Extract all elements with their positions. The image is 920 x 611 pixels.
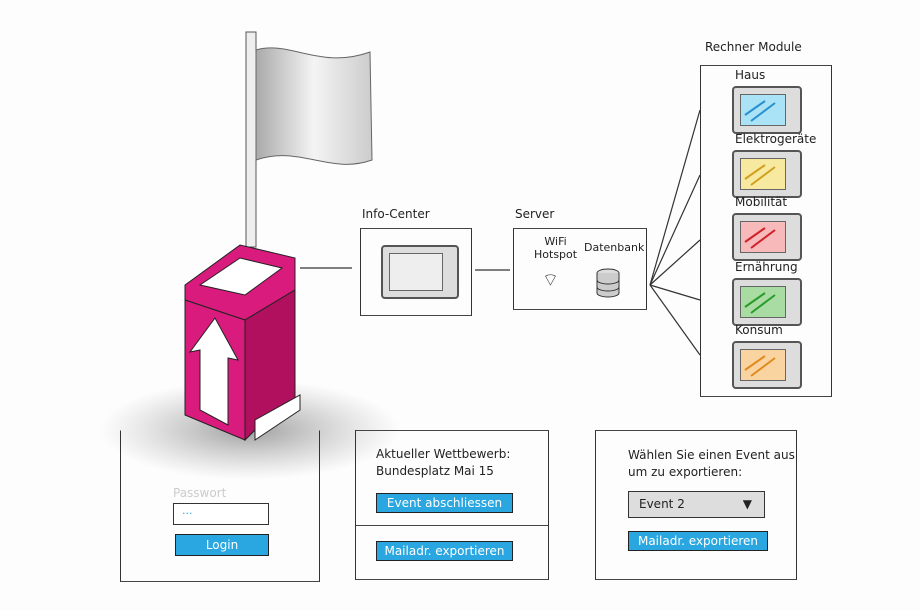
competition-line1: Aktueller Wettbewerb: (376, 447, 511, 461)
module-label: Mobilität (735, 195, 788, 209)
info-center-box (360, 228, 472, 316)
module-label: Haus (735, 68, 766, 82)
module-tablet-icon[interactable] (732, 86, 802, 134)
flag-icon (255, 47, 373, 165)
kiosk-icon (184, 244, 301, 442)
wifi-icon: ⌔ (542, 270, 559, 291)
competition-line2: Bundesplatz Mai 15 (376, 464, 494, 478)
module-tablet-icon[interactable] (732, 341, 802, 389)
export-line1: Wählen Sie einen Event aus (628, 448, 795, 462)
module-tablet-icon[interactable] (732, 278, 802, 326)
divider (356, 525, 548, 526)
modules-title: Rechner Module (705, 40, 802, 54)
module-label: Elektrogeräte (735, 132, 817, 146)
module-label: Ernährung (735, 260, 798, 274)
flag-pole (245, 31, 257, 248)
module-tablet-icon[interactable] (732, 150, 802, 198)
password-input[interactable]: ... (173, 503, 269, 525)
module-label: Konsum (735, 323, 783, 337)
server-title: Server (515, 207, 555, 221)
export-emails-button-2[interactable]: Mailadr. exportieren (628, 531, 768, 551)
export-emails-button[interactable]: Mailadr. exportieren (376, 541, 513, 561)
db-label: Datenbank (584, 241, 645, 254)
export-line2: um zu exportieren: (628, 465, 743, 479)
competition-panel: Aktueller Wettbewerb: Bundesplatz Mai 15… (355, 430, 549, 580)
close-event-button[interactable]: Event abschliessen (376, 493, 513, 513)
event-select[interactable]: Event 2 ▼ (628, 491, 765, 518)
database-icon (596, 268, 620, 298)
event-select-value: Event 2 (639, 497, 685, 511)
module-tablet-icon[interactable] (732, 213, 802, 261)
modules-box (700, 65, 832, 397)
password-label: Passwort (173, 486, 227, 500)
login-button[interactable]: Login (175, 534, 269, 556)
chevron-down-icon: ▼ (742, 497, 752, 511)
info-center-title: Info-Center (362, 207, 430, 221)
export-panel: Wählen Sie einen Event aus um zu exporti… (595, 430, 797, 580)
login-panel: Passwort ... Login (120, 430, 320, 582)
tablet-icon (381, 245, 459, 299)
